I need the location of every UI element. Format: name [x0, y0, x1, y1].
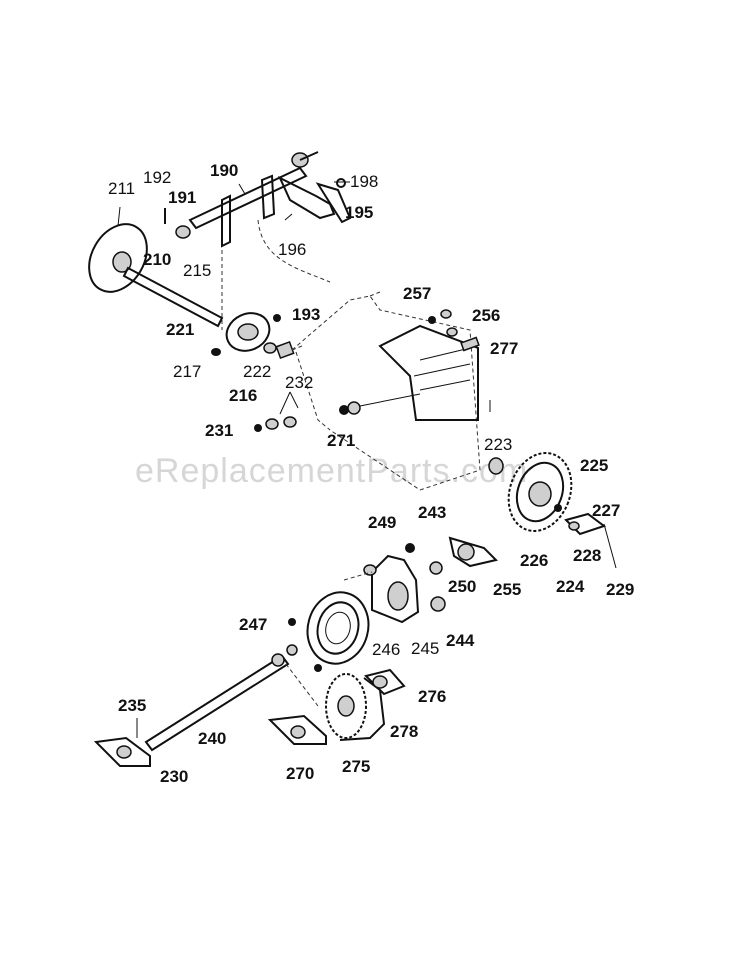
- part-label-271: 271: [327, 431, 355, 450]
- part-label-240: 240: [198, 729, 226, 748]
- part-label-224: 224: [556, 577, 585, 596]
- part-label-222: 222: [243, 362, 271, 381]
- part-label-231: 231: [205, 421, 233, 440]
- part-label-246: 246: [372, 640, 400, 659]
- part-label-276: 276: [418, 687, 446, 706]
- part-label-226: 226: [520, 551, 548, 570]
- part-label-243: 243: [418, 503, 446, 522]
- chassis-outline: [221, 219, 481, 491]
- part-label-247: 247: [239, 615, 267, 634]
- part-label-244: 244: [446, 631, 475, 650]
- part-label-192: 192: [143, 168, 171, 187]
- part-label-211: 211: [108, 179, 135, 198]
- part-label-196: 196: [278, 240, 306, 259]
- part-label-228: 228: [573, 546, 601, 565]
- gearbox-housing: [254, 309, 504, 475]
- gear-225: [507, 452, 617, 569]
- part-label-195: 195: [345, 203, 373, 222]
- part-label-223: 223: [484, 435, 512, 454]
- part-label-190: 190: [210, 161, 238, 180]
- part-label-270: 270: [286, 764, 314, 783]
- part-labels: 190 192 211 191 198 195 196 210 215 257 256 193 221 2…: [108, 161, 634, 786]
- part-label-256: 256: [472, 306, 500, 325]
- part-label-249: 249: [368, 513, 396, 532]
- part-label-217: 217: [173, 362, 201, 381]
- part-label-245: 245: [411, 639, 439, 658]
- part-label-216: 216: [229, 386, 257, 405]
- part-label-257: 257: [403, 284, 431, 303]
- part-label-215: 215: [183, 261, 211, 280]
- part-label-250: 250: [448, 577, 476, 596]
- wheel-drive-assembly: [93, 536, 498, 767]
- part-label-230: 230: [160, 767, 188, 786]
- part-label-255: 255: [493, 580, 521, 599]
- part-label-198: 198: [350, 172, 378, 191]
- part-label-193: 193: [292, 305, 320, 324]
- part-label-278: 278: [390, 722, 418, 741]
- part-label-225: 225: [580, 456, 608, 475]
- part-label-277: 277: [490, 339, 518, 358]
- part-label-235: 235: [118, 696, 146, 715]
- part-label-232: 232: [285, 373, 313, 392]
- part-label-210: 210: [143, 250, 171, 269]
- part-label-275: 275: [342, 757, 370, 776]
- part-label-229: 229: [606, 580, 634, 599]
- part-label-191: 191: [168, 188, 196, 207]
- part-label-221: 221: [166, 320, 194, 339]
- watermark-text: eReplacementParts.com: [135, 452, 528, 490]
- part-label-227: 227: [592, 501, 620, 520]
- shift-lever-assembly: [88, 151, 352, 359]
